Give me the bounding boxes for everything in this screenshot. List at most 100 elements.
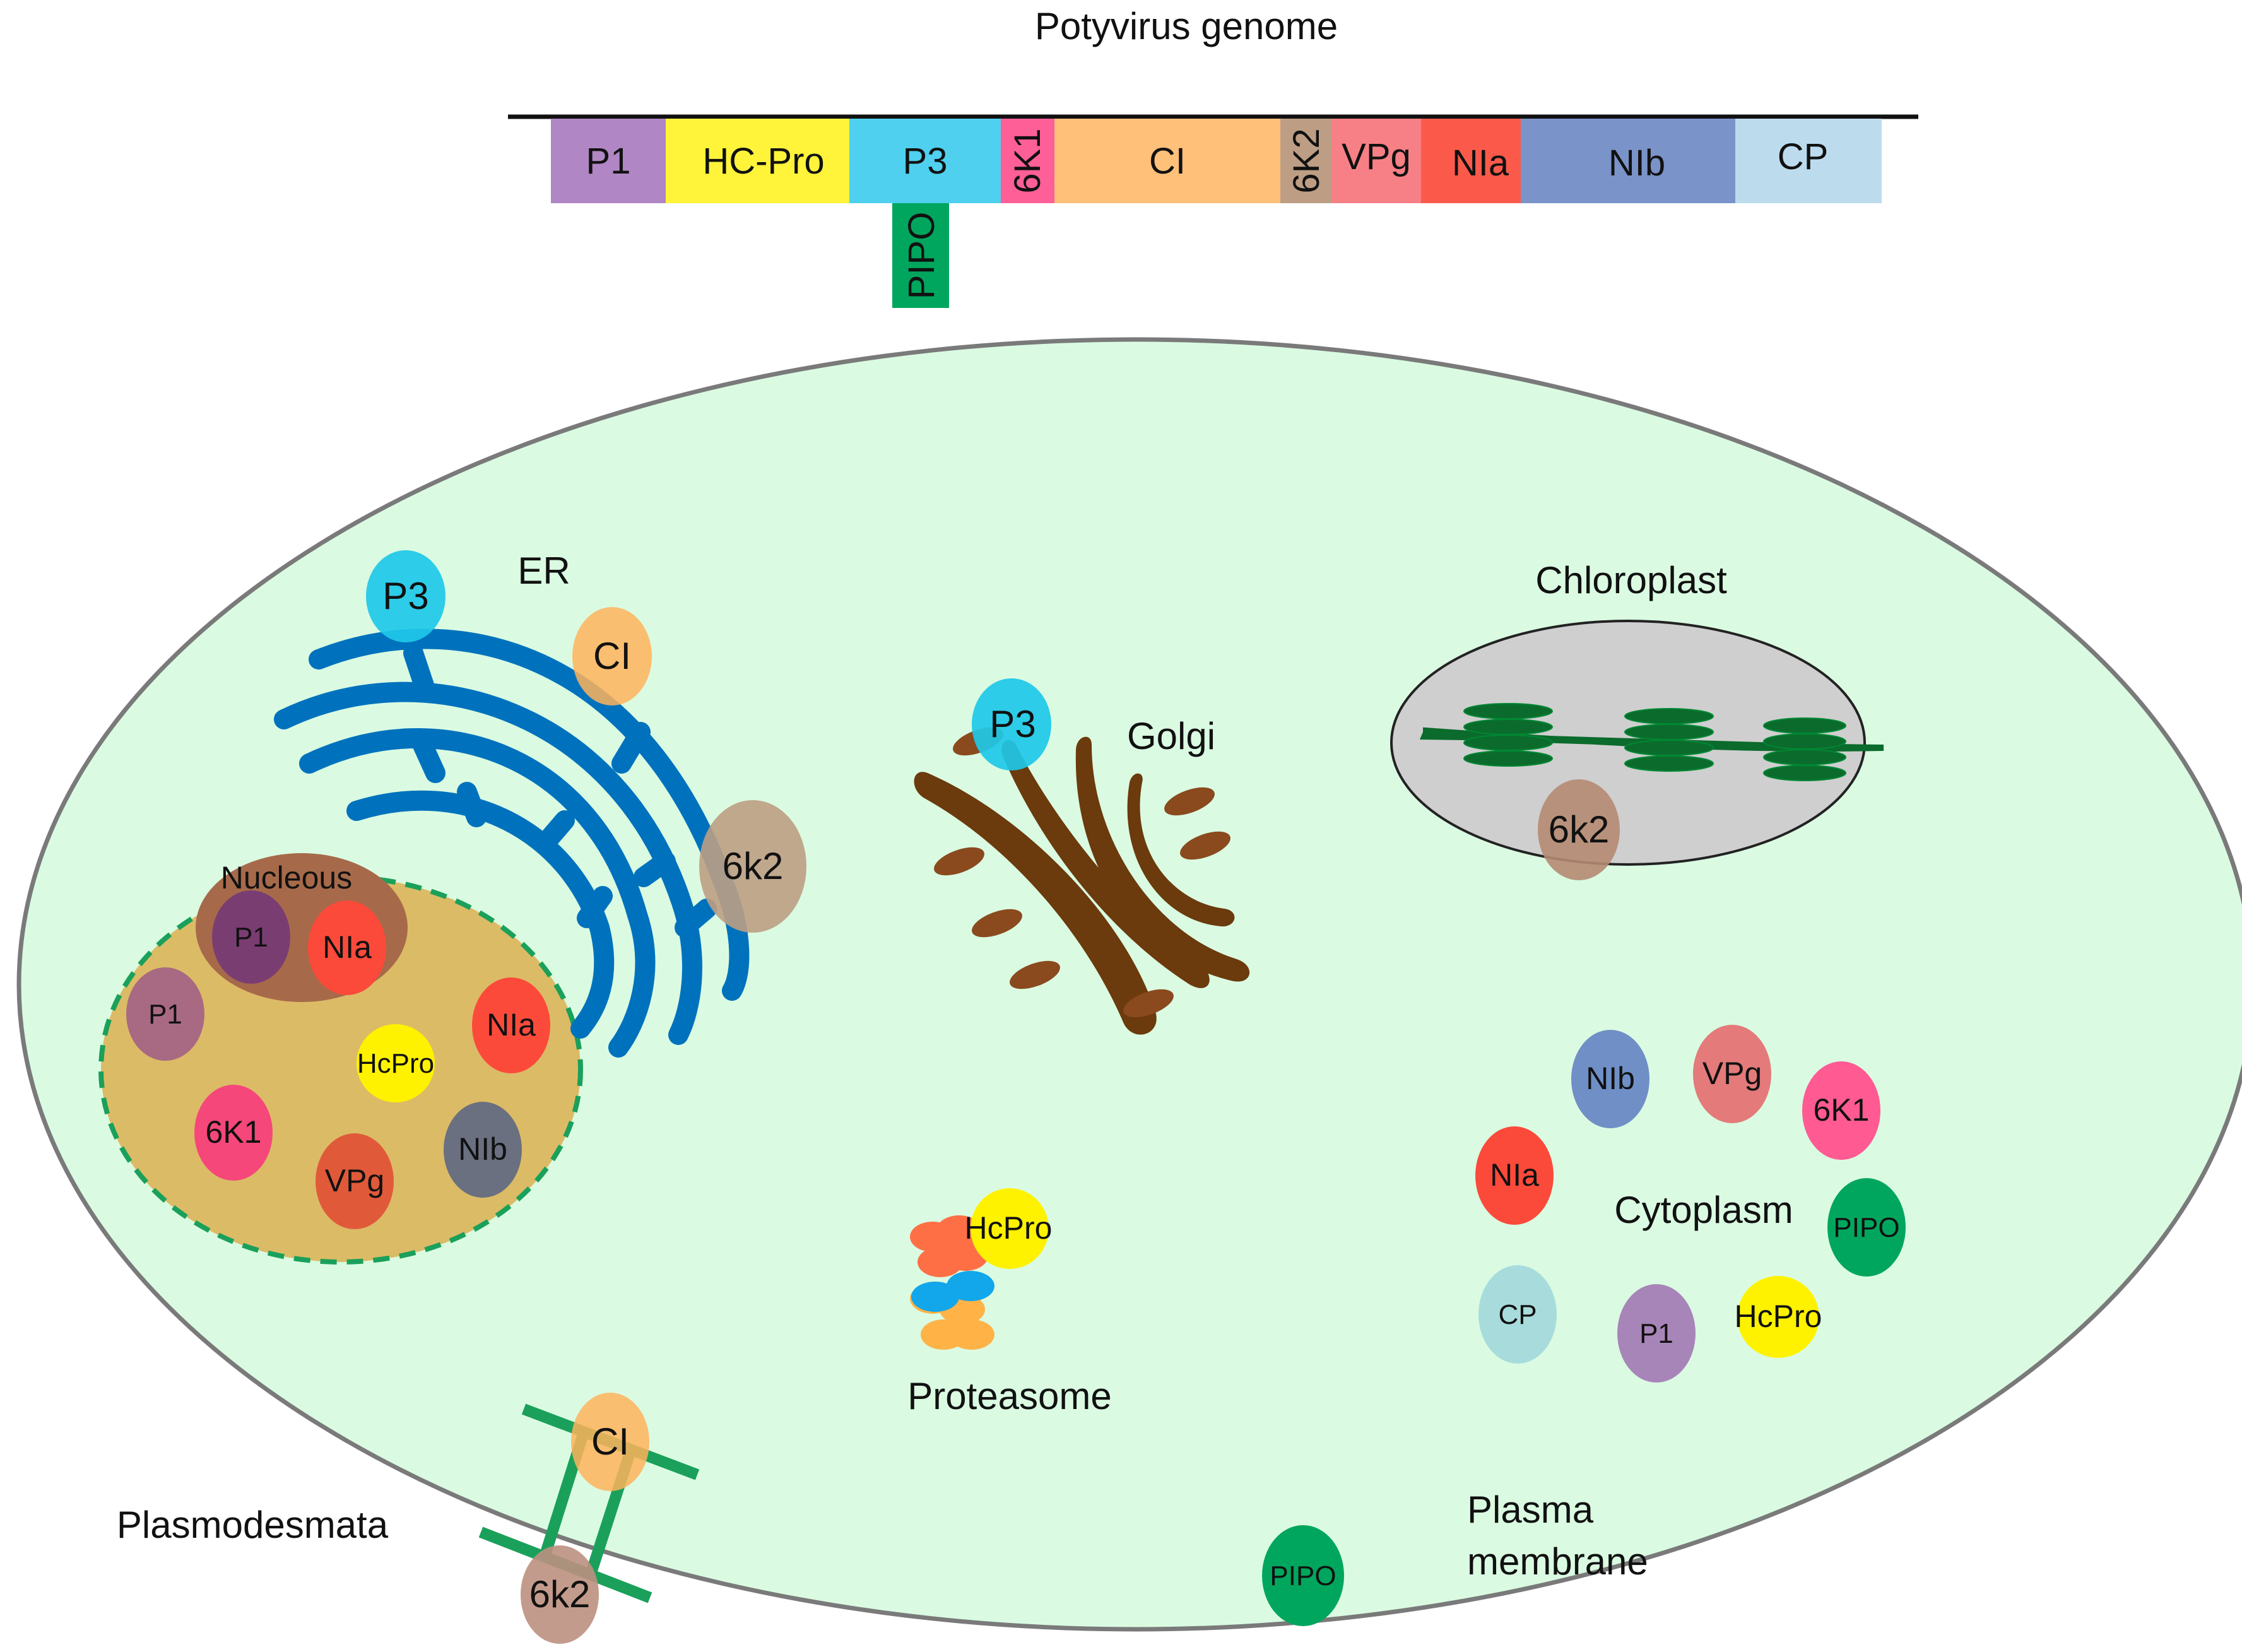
protein-p1-nucleus [126,967,204,1061]
segment-nib [1521,119,1735,203]
protein-p3-golgi [972,678,1051,770]
protein-nia-nucleus-label: NIa [487,1007,536,1042]
protein-vpg-nucleus [316,1133,394,1229]
thylakoid-disc [1624,724,1714,740]
golgi-vesicle [1164,787,1215,816]
cytoplasm-proteins: NIb VPg 6K1 NIa PIPO CP P1 HcPro [1475,1025,1906,1383]
thylakoid-disc [1463,750,1553,767]
plasma-membrane-label-line1: Plasma [1467,1489,1594,1531]
protein-vpg-cytoplasm [1693,1025,1771,1123]
protein-6k2-chloroplast [1538,779,1620,880]
protein-nia-nucleolus-label: NIa [322,929,372,965]
cytoplasm-label: Cytoplasm [1614,1189,1793,1231]
protein-p3-er [366,550,445,642]
segment-label-nia: NIa [1452,143,1509,184]
proteasome-label: Proteasome [907,1375,1112,1417]
protein-nib-cytoplasm [1571,1030,1649,1128]
protein-p1-nucleolus [212,890,290,984]
segment-label-cp: CP [1778,136,1829,177]
protein-hcpro-nucleus [357,1024,435,1102]
plasma-membrane-label-line2: membrane [1467,1540,1648,1583]
protein-pipo-cytoplasm [1827,1178,1906,1277]
protein-hcpro-proteasome [971,1188,1049,1269]
protein-nib-nucleus-label: NIb [458,1131,507,1167]
stroma-lamella [1423,727,1884,752]
protein-6k2-plasmodesmata-label: 6k2 [529,1573,591,1615]
segment-label-p1: P1 [586,141,631,182]
protein-6k1-cytoplasm [1802,1061,1880,1160]
golgi-vesicle [1010,960,1060,989]
segment-6k2 [1280,119,1331,203]
segment-6k1 [1001,119,1054,203]
golgi-cisterna [1075,736,1250,982]
segment-p1 [551,119,666,203]
protein-p1-nucleolus-label: P1 [234,922,268,953]
plasmodesmata-label: Plasmodesmata [117,1504,389,1546]
protein-p3-er-label: P3 [382,575,428,617]
protein-pipo-membrane-label: PIPO [1270,1561,1336,1591]
nucleolus-label: Nucleous [221,860,352,895]
segment-label-ci: CI [1149,141,1186,182]
protein-6k1-cytoplasm-label: 6K1 [1814,1092,1870,1128]
thylakoid-disc [1463,719,1553,735]
protein-hcpro-nucleus-label: HcPro [357,1048,434,1079]
protein-ci-er [572,607,652,705]
protein-hcpro-cytoplasm [1737,1276,1819,1358]
er-label: ER [517,550,570,592]
protein-ci-plasmodesmata [571,1393,649,1491]
protein-nia-cytoplasm-label: NIa [1490,1157,1539,1193]
segment-label-6k1: 6K1 [1007,128,1048,193]
segment-label-vpg: VPg [1342,136,1411,177]
thylakoid-disc [1763,717,1846,734]
segment-label-hc-pro: HC-Pro [702,141,824,182]
protein-hcpro-cytoplasm-label: HcPro [1735,1299,1822,1334]
protein-nia-nucleolus [308,900,386,995]
protein-hcpro-proteasome-label: HcPro [965,1210,1053,1246]
protein-p1-nucleus-label: P1 [148,999,182,1030]
protein-cp-cytoplasm [1478,1265,1557,1364]
thylakoid-disc [1463,703,1553,719]
chloroplast-label: Chloroplast [1535,559,1727,601]
chloroplast [1390,620,1884,866]
segment-ci [1054,119,1280,203]
protein-6k2-chloroplast-label: 6k2 [1549,808,1610,851]
genome-title: Potyvirus genome [1035,5,1338,47]
golgi-vesicle [1123,989,1174,1018]
protein-6k2-er [699,800,806,933]
golgi-cisterna [914,772,1157,1035]
proteasome-subunit [949,1319,994,1350]
golgi-vesicle [972,909,1022,938]
protein-vpg-nucleus-label: VPg [325,1163,385,1198]
golgi-vesicle [934,847,984,876]
protein-6k2-plasmodesmata [521,1545,599,1644]
segment-hc-pro [666,119,849,203]
segment-label-p3: P3 [903,141,948,182]
protein-nib-cytoplasm-label: NIb [1586,1061,1635,1096]
thylakoid-disc [1763,749,1846,765]
thylakoid-disc [1624,740,1714,756]
thylakoid-disc [1624,755,1714,772]
segment-label-6k2: 6K2 [1286,128,1327,193]
proteasome-subunit [947,1271,994,1301]
thylakoid-disc [1463,735,1553,751]
golgi-vesicle [1180,831,1230,860]
protein-ci-plasmodesmata-label: CI [591,1420,629,1463]
protein-nia-nucleus [472,977,550,1073]
protein-cp-cytoplasm-label: CP [1498,1299,1537,1330]
segment-vpg [1331,119,1421,203]
segment-p3 [849,119,1001,203]
protein-p1-cytoplasm-label: P1 [1639,1318,1673,1349]
golgi-label: Golgi [1127,715,1215,757]
segment-label-pipo: PIPO [901,212,942,300]
segment-cp [1735,119,1882,203]
thylakoid-disc [1624,708,1714,724]
segment-nia [1421,119,1521,203]
genome-map: Potyvirus genome P1 HC-Pro P3 6K1 CI 6K2… [508,5,1918,308]
protein-ci-er-label: CI [593,635,631,677]
segment-label-nib: NIb [1608,143,1665,184]
protein-6k1-nucleus [194,1085,273,1181]
nucleus: Nucleous P1 NIa P1 NIa HcPro 6K1 VPg NIb [98,853,583,1265]
proteasome [910,1215,1004,1350]
protein-nia-cytoplasm [1475,1126,1554,1225]
